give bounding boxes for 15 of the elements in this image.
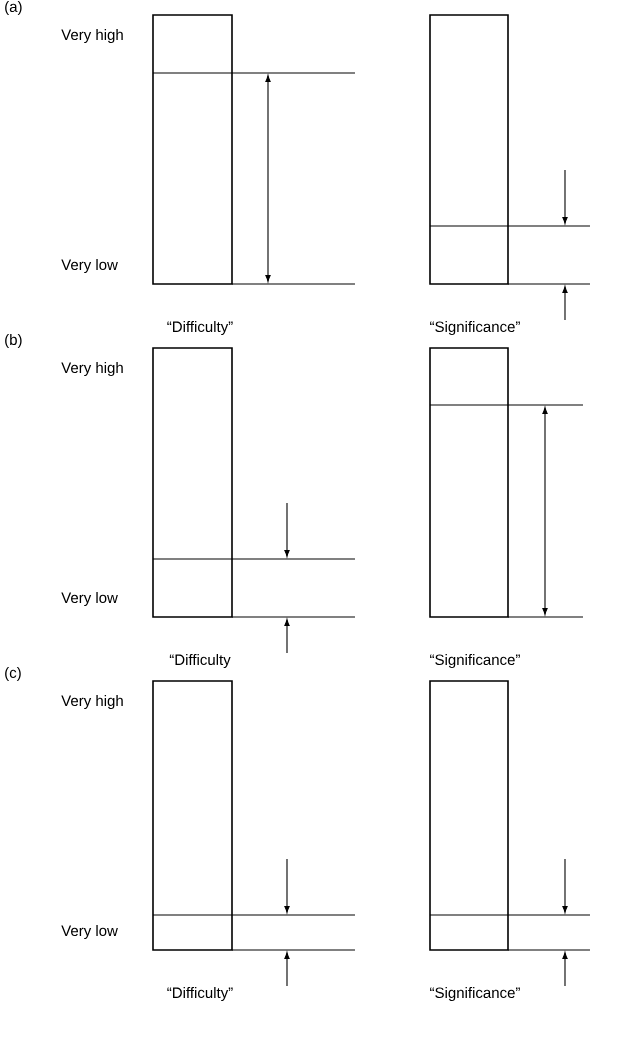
scale-label: Very low <box>61 592 118 606</box>
scale-label: Very low <box>61 925 118 939</box>
panel-label: (c) <box>5 667 21 681</box>
scale-label: Very high <box>61 695 123 709</box>
caption: “Significance” <box>430 987 520 1001</box>
scale-label: Very high <box>61 29 123 43</box>
caption: “Significance” <box>430 321 520 335</box>
panel-label: (b) <box>5 334 22 348</box>
caption: “Significance” <box>430 654 520 668</box>
panel-label: (a) <box>5 1 22 15</box>
scale-label: Very high <box>61 362 123 376</box>
caption: “Difficulty” <box>167 987 233 1001</box>
scale-label: Very low <box>61 259 118 273</box>
caption: “Difficulty <box>169 654 231 668</box>
caption: “Difficulty” <box>167 321 233 335</box>
